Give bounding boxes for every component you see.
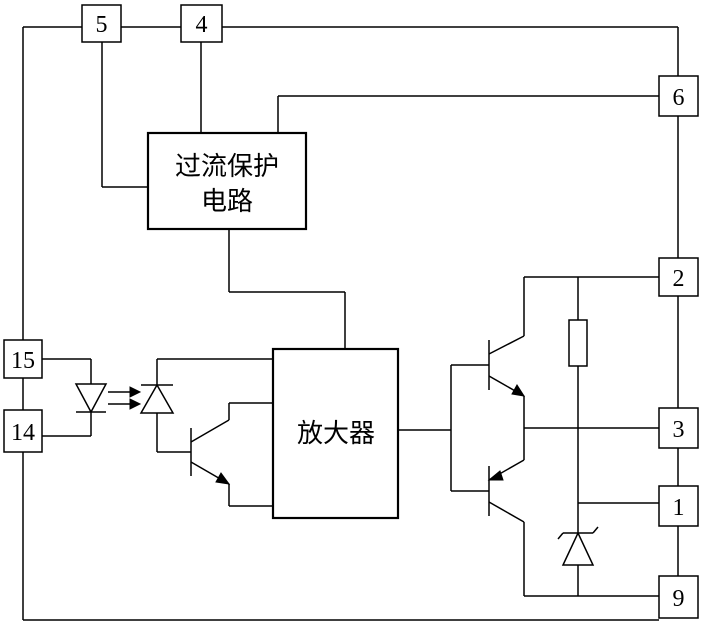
pin-3-label: 3: [673, 417, 685, 443]
optocoupler-input-wires: [42, 358, 92, 437]
pin-15-label: 15: [11, 348, 35, 374]
pin-6: 6: [658, 75, 699, 117]
zener-diode-icon: [557, 526, 599, 566]
pin-4-label: 4: [196, 12, 208, 38]
pin-4: 4: [180, 4, 223, 43]
pin-15: 15: [3, 339, 43, 379]
pin-2: 2: [658, 257, 699, 297]
pin-1-label: 1: [673, 495, 685, 521]
pin-5: 5: [81, 4, 122, 43]
pin-9-label: 9: [673, 586, 685, 612]
led-icon: [74, 383, 108, 414]
pin-2-label: 2: [673, 266, 685, 292]
outer-frame-wires: [22, 26, 679, 621]
pin-9: 9: [658, 575, 699, 619]
pin-1: 1: [658, 485, 699, 527]
pin-3: 3: [658, 407, 699, 449]
lower-transistor-icon: [487, 459, 525, 523]
overcurrent-protection-block: [146, 131, 308, 231]
amplifier-label: 放大器: [297, 419, 375, 449]
overcurrent-label-line1: 过流保护: [175, 152, 279, 182]
overcurrent-label-line2: 电路: [201, 187, 253, 217]
pin-6-label: 6: [673, 85, 685, 111]
pin-14: 14: [3, 409, 43, 453]
phototransistor-icon: [190, 402, 273, 507]
upper-transistor-icon: [488, 335, 526, 397]
overcurrent-wires: [101, 42, 659, 349]
pin-14-label: 14: [11, 420, 35, 446]
photodiode-icon: [139, 358, 273, 453]
resistor-icon: [568, 319, 588, 367]
output-stage-wires: [398, 276, 659, 597]
amplifier-block: [271, 347, 400, 520]
light-arrows-icon: [108, 386, 142, 410]
pin-5-label: 5: [96, 12, 108, 38]
